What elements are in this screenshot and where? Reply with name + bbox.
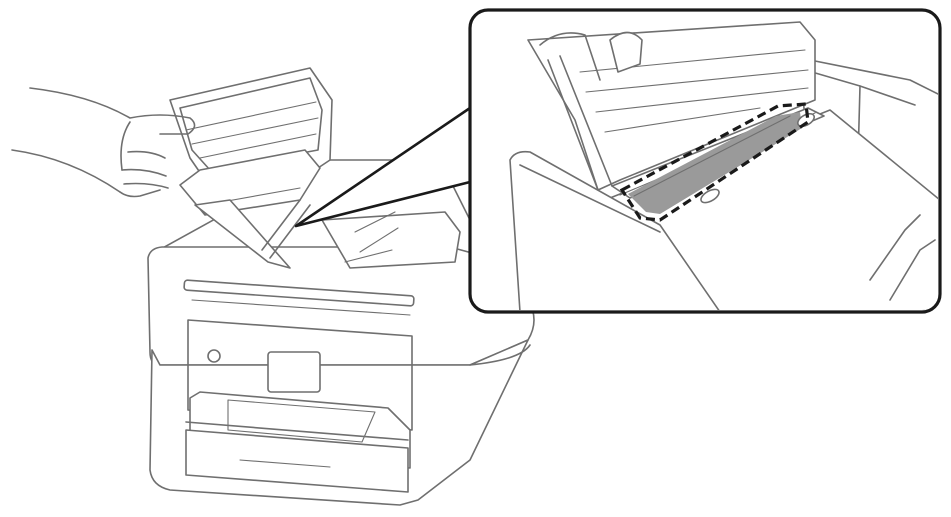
- cleaning-area-highlight: [619, 102, 810, 222]
- front-panel: [187, 319, 413, 431]
- output-slot: [183, 279, 415, 307]
- callout-magnifier-frame: [468, 8, 942, 314]
- control-screen-icon: [267, 351, 321, 393]
- scanner-glass-icon: [628, 112, 802, 214]
- power-button-icon: [207, 349, 221, 363]
- adf-cover-icon: [169, 67, 461, 269]
- hand-icon: [11, 87, 196, 198]
